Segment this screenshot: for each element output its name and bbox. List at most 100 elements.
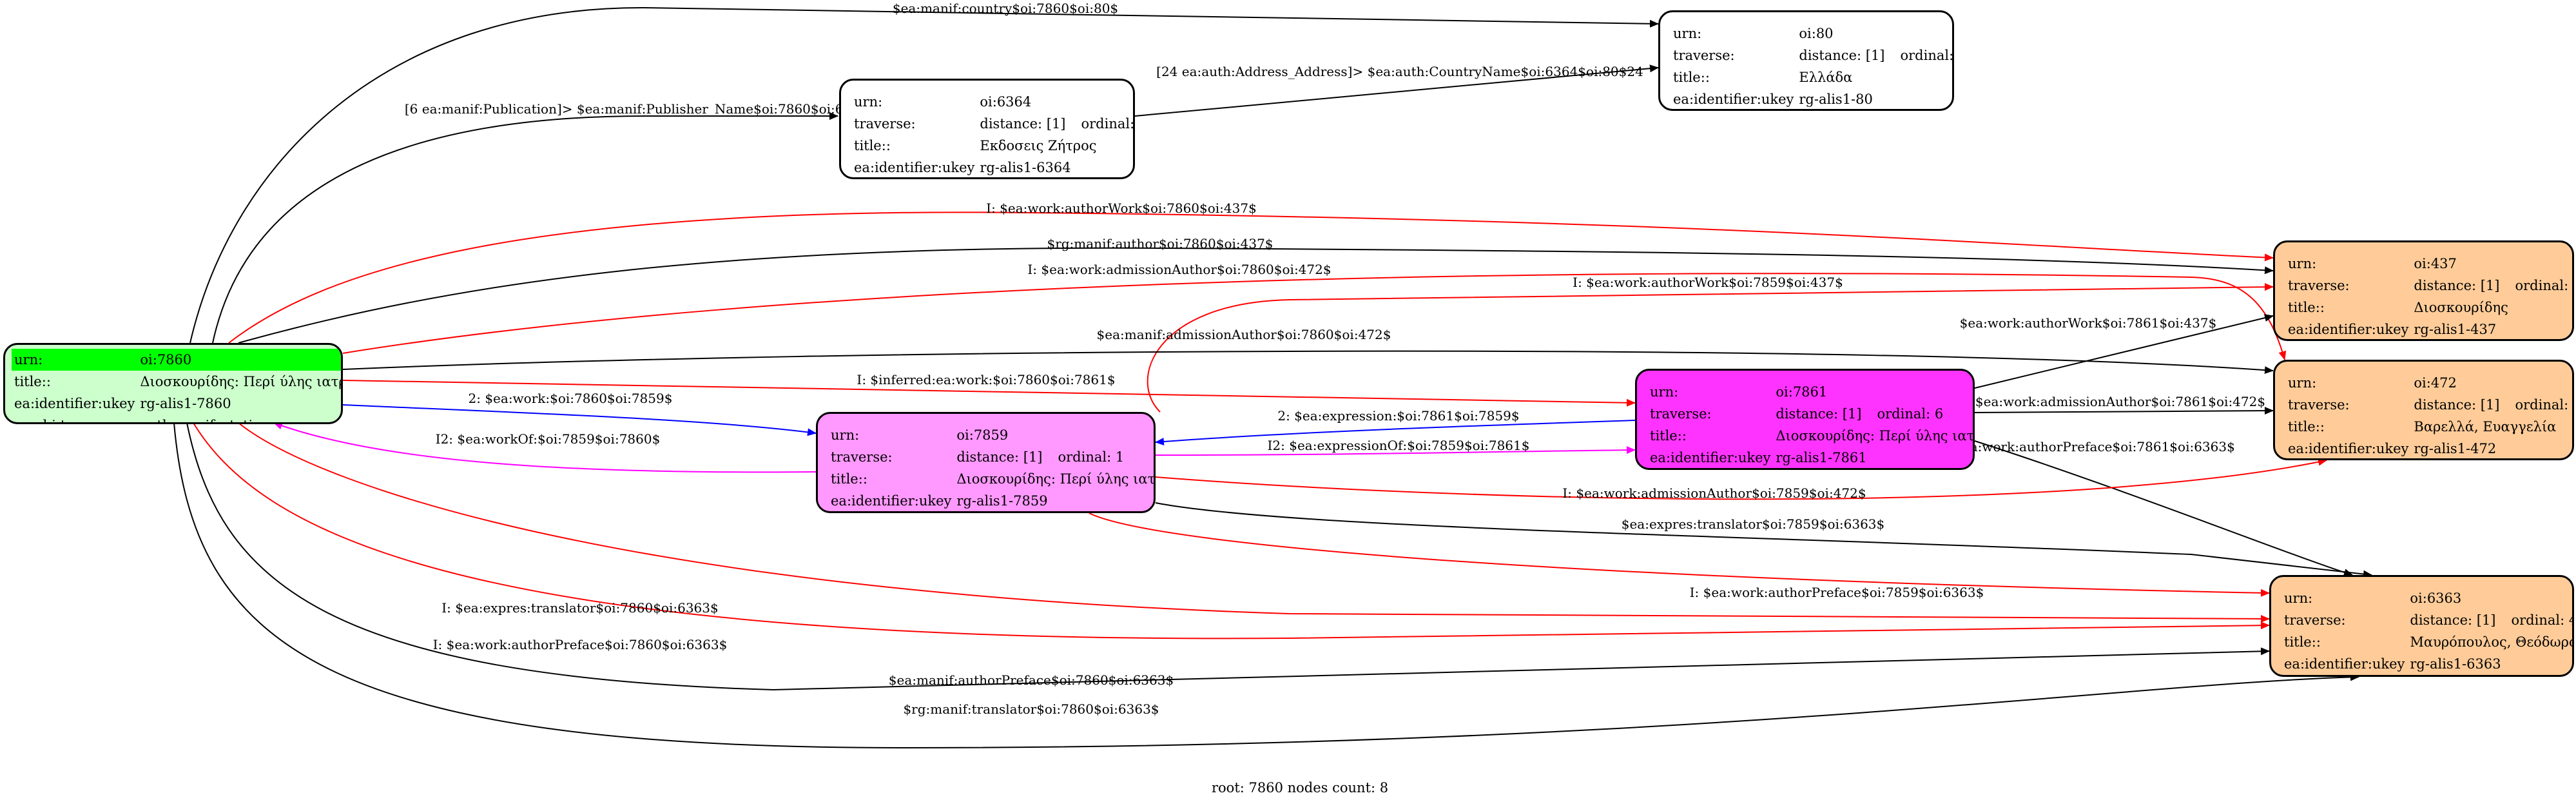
objtype-value: auth-person (2411, 340, 2574, 341)
edge-1 (212, 112, 838, 344)
ordinal-value: ordinal: 3 (2515, 278, 2573, 293)
title-label: title:: (14, 374, 51, 389)
edge-9 (342, 380, 1636, 407)
traverse-label: traverse: (854, 116, 916, 132)
node-oi-7859[interactable]: urn:oi:7859 traverse:distance: [1]ordina… (816, 412, 1156, 513)
node-oi-437[interactable]: urn:oi:437 traverse:distance: [1]ordinal… (2273, 240, 2574, 341)
identifier-label: ea:identifier:ukey (831, 493, 952, 509)
edge-label-3: I: $ea:work:authorWork$oi:7860$oi:437$ (986, 200, 1257, 216)
identifier-label: ea:identifier:ukey (2284, 656, 2405, 672)
edge-label-5: I: $ea:work:admissionAuthor$oi:7860$oi:4… (1027, 262, 1331, 277)
graph-footer: root: 7860 nodes count: 8 (1212, 780, 1389, 795)
edge-11 (273, 422, 817, 473)
traverse-label: traverse: (2288, 397, 2350, 413)
title-label: title:: (854, 138, 891, 153)
title-label: title:: (2288, 300, 2325, 315)
edge-20 (193, 422, 2270, 639)
objtype-value: auth-person (2407, 675, 2574, 677)
identifier-label: ea:identifier:ukey (1673, 92, 1794, 107)
edge-label-22: $rg:manif:translator$oi:7860$oi:6363$ (903, 701, 1159, 717)
urn-value: oi:7861 (1776, 384, 1828, 400)
edge-22 (173, 422, 2359, 749)
edge-5 (342, 273, 2287, 360)
identifier-label: ea:identifier:ukey (1650, 450, 1771, 465)
ordinal-value: ordinal: 1 (1058, 449, 1125, 465)
title-label: title:: (831, 471, 867, 487)
edge-label-13: I2: $ea:expressionOf:$oi:7859$oi:7861$ (1268, 438, 1530, 453)
edge-19 (238, 422, 2270, 623)
node-oi-80[interactable]: urn:oi:80 traverse:distance: [1]ordinal:… (1658, 10, 1954, 111)
edge-3 (228, 211, 2274, 344)
identifier-value: rg-alis1-437 (2414, 322, 2497, 337)
edge-8 (1974, 314, 2274, 389)
urn-value: oi:80 (1799, 26, 1834, 41)
traverse-label: traverse: (1673, 48, 1735, 63)
distance-value: distance: [1] (1776, 406, 1862, 422)
title-value: Διοσκουρίδης: Περί ύλης ιατρικής (1776, 428, 1975, 444)
ordinal-value: ordinal: 4 (2511, 612, 2574, 628)
objtype-label: ea:obj-type: (12, 415, 137, 422)
urn-label: urn: (1673, 26, 1702, 41)
edge-label-0: $ea:manif:country$oi:7860$oi:80$ (893, 1, 1118, 16)
node-oi-472[interactable]: urn:oi:472 traverse:distance: [1]ordinal… (2273, 360, 2574, 460)
edge-label-4: $rg:manif:author$oi:7860$oi:437$ (1047, 236, 1273, 251)
identifier-label: ea:identifier:ukey (854, 160, 975, 175)
edge-12 (1155, 420, 1636, 445)
objtype-value: auth-expression (954, 512, 1156, 513)
urn-label: urn: (2284, 590, 2313, 606)
edge-label-12: 2: $ea:expression:$oi:7861$oi:7859$ (1277, 408, 1519, 424)
edge-label-9: I: $inferred:ea:work:$oi:7860$oi:7861$ (857, 372, 1115, 387)
objtype-value: auth-manifestation (137, 415, 341, 422)
identifier-value: rg-alis1-80 (1799, 92, 1873, 107)
identifier-label: ea:identifier:ukey (2288, 441, 2409, 456)
urn-label: urn: (831, 427, 860, 443)
traverse-label: traverse: (831, 449, 893, 465)
urn-value: oi:7859 (956, 427, 1009, 443)
edge-label-20: I: $ea:work:authorPreface$oi:7860$oi:636… (433, 637, 728, 652)
identifier-label: ea:identifier:ukey (2288, 322, 2409, 337)
edge-label-15: $ea:work:authorPreface$oi:7861$oi:6363$ (1954, 439, 2235, 454)
identifier-value: rg-alis1-7860 (140, 396, 231, 411)
edge-label-14: $ea:work:admissionAuthor$oi:7861$oi:472$ (1975, 394, 2265, 409)
edge-label-10: 2: $ea:work:$oi:7860$oi:7859$ (469, 391, 673, 406)
objtype-label: ea:obj-type: (2285, 340, 2411, 341)
traverse-label: traverse: (2288, 278, 2350, 293)
title-label: title:: (1673, 70, 1710, 85)
node-oi-7861[interactable]: urn:oi:7861 traverse:distance: [1]ordina… (1635, 369, 1975, 470)
title-value: Βαρελλά, Ευαγγελία (2414, 419, 2557, 434)
edge-15 (1974, 440, 2353, 576)
urn-value: oi:7860 (140, 352, 192, 367)
identifier-value: rg-alis1-6363 (2410, 656, 2501, 672)
distance-value: distance: [1] (2410, 612, 2496, 628)
edge-14 (1974, 407, 2274, 415)
objtype-label: ea:obj-type: (828, 512, 954, 513)
ordinal-value: ordinal: 2 (1900, 48, 1954, 63)
identifier-value: rg-alis1-472 (2414, 441, 2497, 456)
edge-7 (342, 350, 2274, 375)
node-oi-7860[interactable]: urn: oi:7860 title:: Διοσκουρίδης: Περί … (3, 343, 343, 424)
title-value: Διοσκουρίδης: Περί ύλης ιατρικής (956, 471, 1156, 487)
edge-label-1: [6 ea:manif:Publication]> $ea:manif:Publ… (405, 101, 884, 117)
title-label: title:: (2284, 634, 2321, 650)
urn-label: urn: (2288, 256, 2317, 271)
identifier-value: rg-alis1-7861 (1776, 450, 1867, 465)
ordinal-value: ordinal: 7 (1081, 116, 1135, 132)
title-label: title:: (2288, 419, 2325, 434)
edge-0 (189, 6, 1659, 344)
traverse-label: traverse: (2284, 612, 2346, 628)
node-oi-6363[interactable]: urn:oi:6363 traverse:distance: [1]ordina… (2269, 575, 2574, 677)
edges-layer (173, 6, 2372, 749)
title-value: Εκδοσεις Ζήτρος (980, 138, 1097, 153)
edge-10 (342, 404, 817, 436)
edge-label-21: $ea:manif:authorPreface$oi:7860$oi:6363$ (889, 672, 1174, 688)
urn-label: urn: (14, 352, 43, 367)
identifier-label: ea:identifier:ukey (14, 396, 135, 411)
edge-4 (238, 247, 2274, 344)
edge-labels-layer: $ea:manif:country$oi:7860$oi:80$ [6 ea:ma… (405, 1, 2265, 717)
node-oi-6364[interactable]: urn:oi:6364 traverse:distance: [1]ordina… (839, 79, 1135, 179)
urn-label: urn: (1650, 384, 1679, 400)
edge-label-2: [24 ea:auth:Address_Address]> $ea:auth:C… (1156, 64, 1643, 79)
edge-18 (1089, 512, 2270, 597)
urn-label: urn: (2288, 375, 2317, 391)
